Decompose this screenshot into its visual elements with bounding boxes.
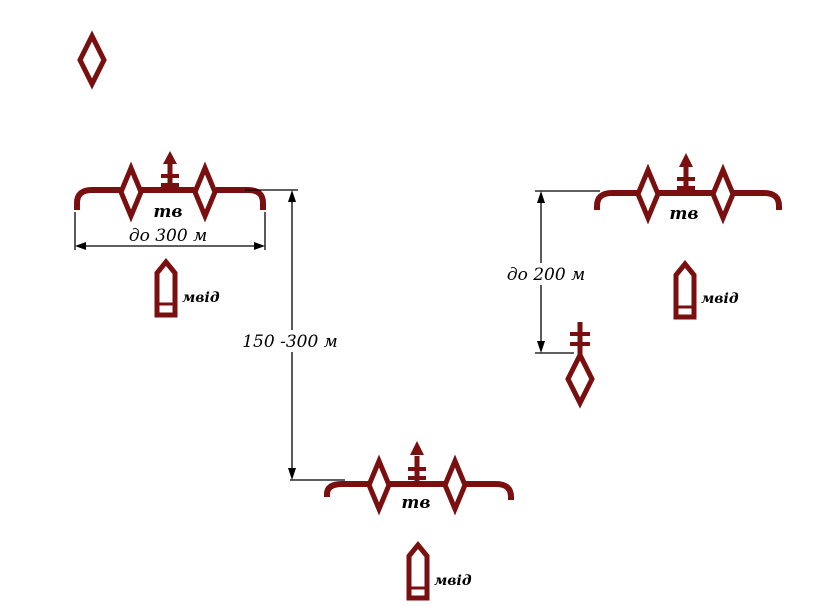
platoon-line-icon (594, 163, 782, 225)
flag-arrow-icon (410, 441, 424, 455)
platoon-3: тв мвід (324, 441, 514, 601)
mvid-weapon-icon (406, 541, 430, 601)
right-gap-label-bg (503, 263, 585, 285)
mvid-label: мвід (701, 291, 739, 307)
gap-label: 150 -300 м (242, 332, 338, 352)
right-gap-label: до 200 м (507, 265, 585, 285)
tv-label: тв (669, 204, 698, 224)
flag-arrow-icon (163, 151, 177, 164)
tv-label: тв (153, 202, 182, 222)
width-label: до 300 м (129, 226, 207, 246)
observation-post-icon (565, 322, 595, 409)
platoon-line-icon (324, 454, 514, 516)
mvid-weapon-icon (154, 258, 178, 318)
platoon-2: тв мвід (594, 153, 782, 320)
mvid-label: мвід (182, 290, 220, 306)
command-post-diamond-icon (77, 30, 107, 90)
platoon-1: тв до 300 м мвід (74, 151, 266, 318)
mvid-label: мвід (434, 573, 472, 589)
mvid-weapon-icon (673, 260, 697, 320)
width-dimension (74, 212, 266, 250)
flag-arrow-icon (679, 153, 693, 167)
tv-label: тв (401, 493, 430, 513)
gap-label-bg (236, 330, 344, 352)
